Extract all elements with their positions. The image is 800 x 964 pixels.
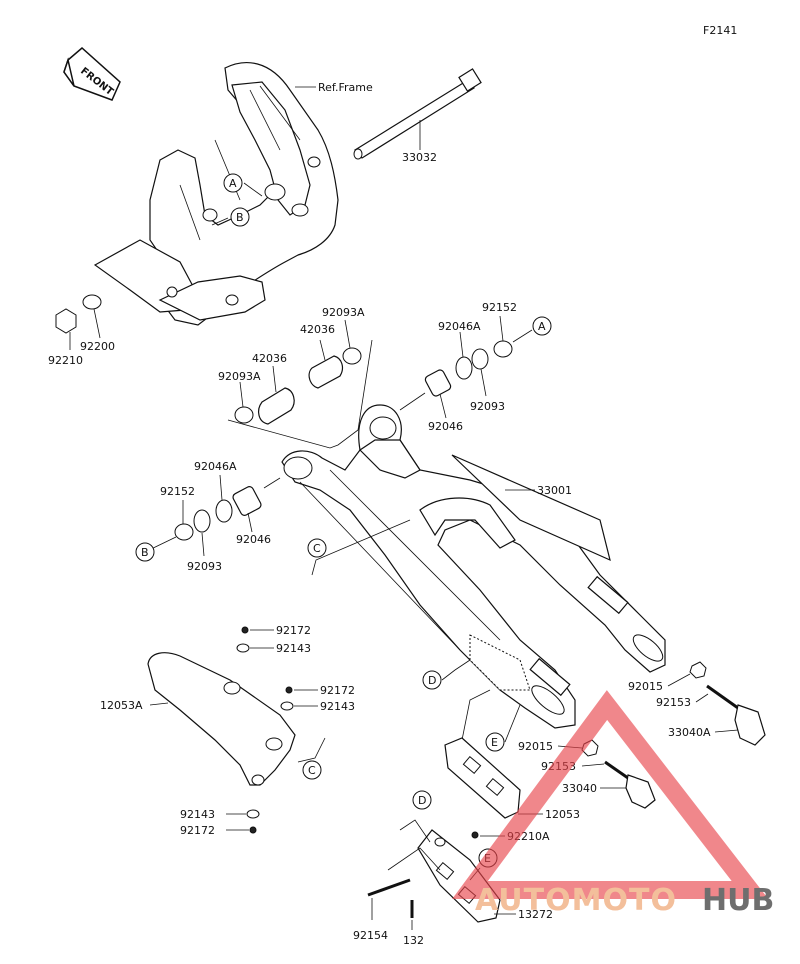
label-92153-a: 92153 (656, 696, 691, 709)
callout-d-2: D (418, 794, 426, 807)
label-92093A-top: 92093A (322, 306, 365, 319)
label-92172-a: 92172 (276, 624, 311, 637)
callout-c: C (313, 542, 321, 555)
collar-92143-c-icon (246, 809, 260, 819)
label-92210: 92210 (48, 354, 83, 367)
label-33040: 33040 (562, 782, 597, 795)
label-92093A-left: 92093A (218, 370, 261, 383)
figure-code: F2141 (703, 24, 737, 37)
callout-a-2: A (538, 320, 546, 333)
bolt-92172-a-icon (241, 626, 249, 634)
label-132: 132 (403, 934, 424, 947)
collar-92143-a-icon (236, 643, 250, 653)
watermark-text-2: HUB (702, 883, 774, 918)
callout-c-2: C (308, 764, 316, 777)
pivot-shaft (353, 68, 482, 160)
bolt-92172-c-icon (249, 826, 257, 834)
ref-frame-drawing (93, 62, 339, 326)
label-92046-top: 92046 (428, 420, 463, 433)
label-13272: 13272 (518, 908, 553, 921)
label-92172-c: 92172 (180, 824, 215, 837)
callout-b: B (236, 211, 244, 224)
label-92046A-top: 92046A (438, 320, 481, 333)
adjuster-upper (689, 661, 766, 746)
label-92172-b: 92172 (320, 684, 355, 697)
label-33040A: 33040A (668, 726, 711, 739)
callout-a: A (229, 177, 237, 190)
label-12053A: 12053A (100, 699, 143, 712)
automotohub-watermark-logo: AUTOMOTO HUB (452, 690, 774, 918)
label-33032: 33032 (402, 151, 437, 164)
washer-92200-icon (82, 294, 102, 310)
label-ref-frame: Ref.Frame (318, 81, 373, 94)
label-92143-c: 92143 (180, 808, 215, 821)
label-12053: 12053 (545, 808, 580, 821)
front-arrow-icon: FRONT (63, 47, 121, 101)
label-92046-left: 92046 (236, 533, 271, 546)
label-92093-left: 92093 (187, 560, 222, 573)
label-92143-b: 92143 (320, 700, 355, 713)
label-42036-top: 42036 (300, 323, 335, 336)
label-92015-b: 92015 (518, 740, 553, 753)
bolt-92172-b-icon (285, 686, 293, 694)
bolt-92154-icon (367, 878, 411, 897)
label-92015-a: 92015 (628, 680, 663, 693)
label-92093-top: 92093 (470, 400, 505, 413)
collar-stack (227, 339, 373, 449)
label-92046A-left: 92046A (194, 460, 237, 473)
collar-92143-b-icon (280, 701, 294, 711)
label-42036: 42036 (252, 352, 287, 365)
nut-92210-icon (55, 308, 77, 334)
adjuster-lower (581, 739, 656, 809)
label-92152-left: 92152 (160, 485, 195, 498)
label-92154: 92154 (353, 929, 388, 942)
callout-a-circle (223, 173, 243, 193)
swing-arm (281, 404, 666, 729)
label-92143-a: 92143 (276, 642, 311, 655)
label-92200: 92200 (80, 340, 115, 353)
callout-b-circle (230, 207, 250, 227)
label-92152-top: 92152 (482, 301, 517, 314)
right-bearing-stack (399, 329, 533, 411)
watermark-text-1: AUTOMOTO (475, 883, 677, 918)
callout-e: E (491, 736, 498, 749)
label-33001: 33001 (537, 484, 572, 497)
callout-d: D (428, 674, 436, 687)
chain-slider-upper (147, 652, 296, 786)
callout-b-2: B (141, 546, 149, 559)
chain-guide (444, 737, 521, 819)
